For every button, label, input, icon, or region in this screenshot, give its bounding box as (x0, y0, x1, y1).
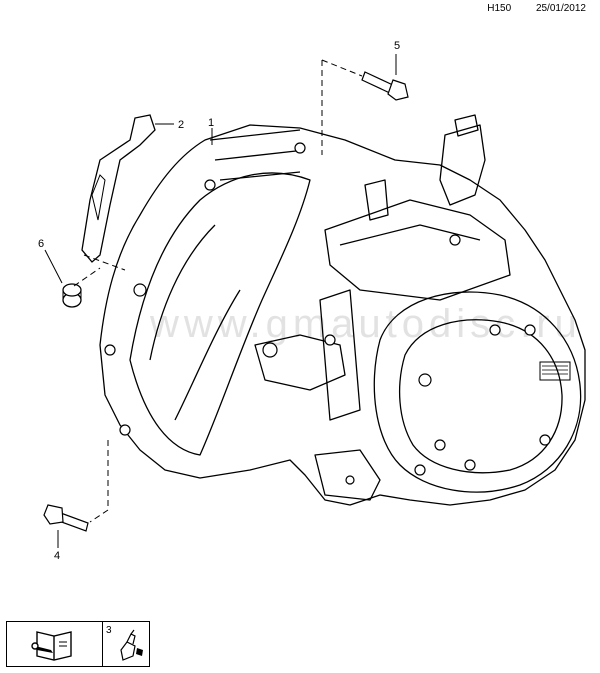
legend-box: 3 (6, 621, 150, 667)
part-bolt-lower (43, 504, 89, 532)
sealant-tube-icon (120, 629, 143, 661)
legend-divider (102, 622, 103, 666)
transmission-housing (99, 124, 586, 506)
callout-4: 4 (54, 550, 61, 562)
callout-1: 1 (208, 117, 215, 129)
part-bolt-upper (361, 71, 409, 101)
end-cover (373, 291, 582, 493)
diagram-date: 25/01/2012 (535, 3, 586, 14)
part-bracket (81, 114, 156, 263)
callout-2: 2 (178, 119, 185, 131)
diagram-code: H150 (487, 3, 512, 14)
callout-5: 5 (394, 40, 401, 52)
book-wrench-icon (31, 631, 72, 661)
callout-6: 6 (38, 238, 45, 250)
page-header: H150 25/01/2012 (465, 3, 586, 14)
callout-3: 3 (106, 625, 112, 636)
